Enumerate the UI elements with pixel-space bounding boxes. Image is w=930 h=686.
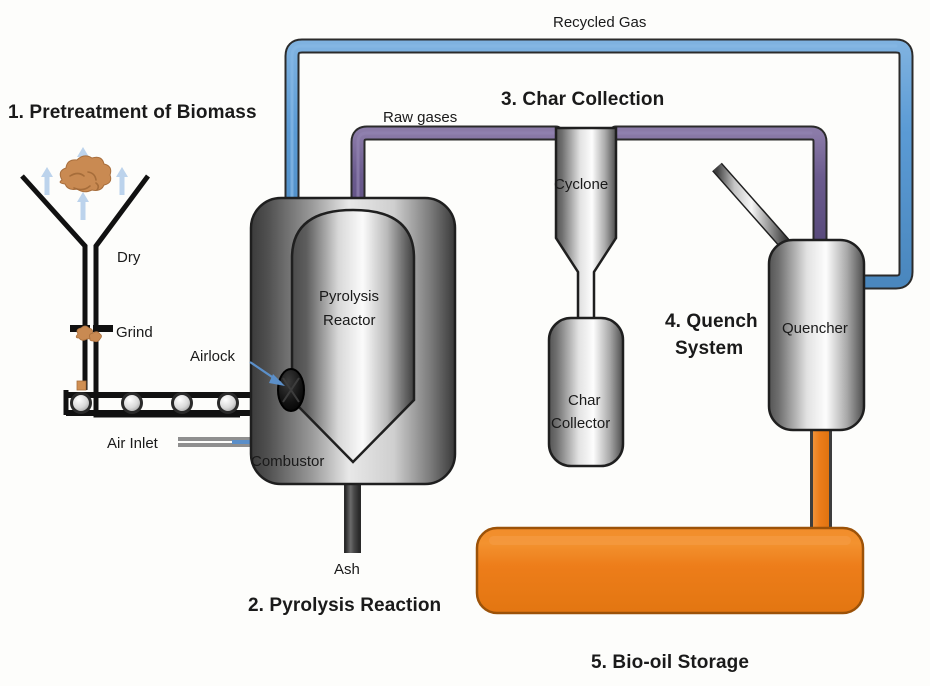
reactor-label-line2: Reactor xyxy=(323,312,376,329)
quencher-inlet-pipe xyxy=(712,162,791,250)
quencher-unit xyxy=(712,162,866,432)
step-4-title-line2: System xyxy=(675,338,743,359)
char-collector-label-line2: Collector xyxy=(551,415,610,432)
reactor-vessel xyxy=(290,208,416,464)
step-4-title-line1: 4. Quench xyxy=(665,311,758,332)
quencher-body xyxy=(767,238,866,432)
step-2-title: 2. Pyrolysis Reaction xyxy=(248,595,441,616)
cyclone-body xyxy=(554,126,618,324)
step-5-title: 5. Bio-oil Storage xyxy=(591,652,749,673)
pretreatment-hopper xyxy=(20,147,240,418)
recycled-gas-label: Recycled Gas xyxy=(553,14,646,31)
airlock-leader xyxy=(249,361,285,386)
step-1-title: 1. Pretreatment of Biomass xyxy=(8,102,257,123)
grind-label: Grind xyxy=(116,324,153,341)
combustor-label: Combustor xyxy=(251,453,324,470)
bio-oil-pipe xyxy=(810,425,832,543)
dry-label: Dry xyxy=(117,249,141,266)
reactor-label-line1: Pyrolysis xyxy=(319,288,379,305)
quencher-label: Quencher xyxy=(782,320,848,337)
step-3-title: 3. Char Collection xyxy=(501,89,664,110)
cyclone-label: Cyclone xyxy=(554,176,608,193)
raw-gases-label: Raw gases xyxy=(383,109,457,126)
ash-label: Ash xyxy=(334,561,360,578)
airlock-valve xyxy=(277,368,305,412)
pyrolysis-reactor-unit xyxy=(249,196,457,486)
ground-biomass-icon xyxy=(75,325,102,343)
air-inlet-label: Air Inlet xyxy=(107,435,159,452)
drying-arrows xyxy=(41,147,128,220)
airlock-label: Airlock xyxy=(190,348,236,365)
char-collector-body xyxy=(547,316,625,468)
biomass-clump-icon xyxy=(59,155,112,193)
char-collector-label-line1: Char xyxy=(568,392,601,409)
recycled-gas-pipe xyxy=(284,38,914,290)
raw-gases-pipe xyxy=(350,125,828,256)
cyclone-unit xyxy=(554,126,618,324)
bio-oil-tank xyxy=(475,526,865,615)
char-collector-unit xyxy=(547,316,625,468)
bio-oil-storage-unit xyxy=(475,526,865,615)
